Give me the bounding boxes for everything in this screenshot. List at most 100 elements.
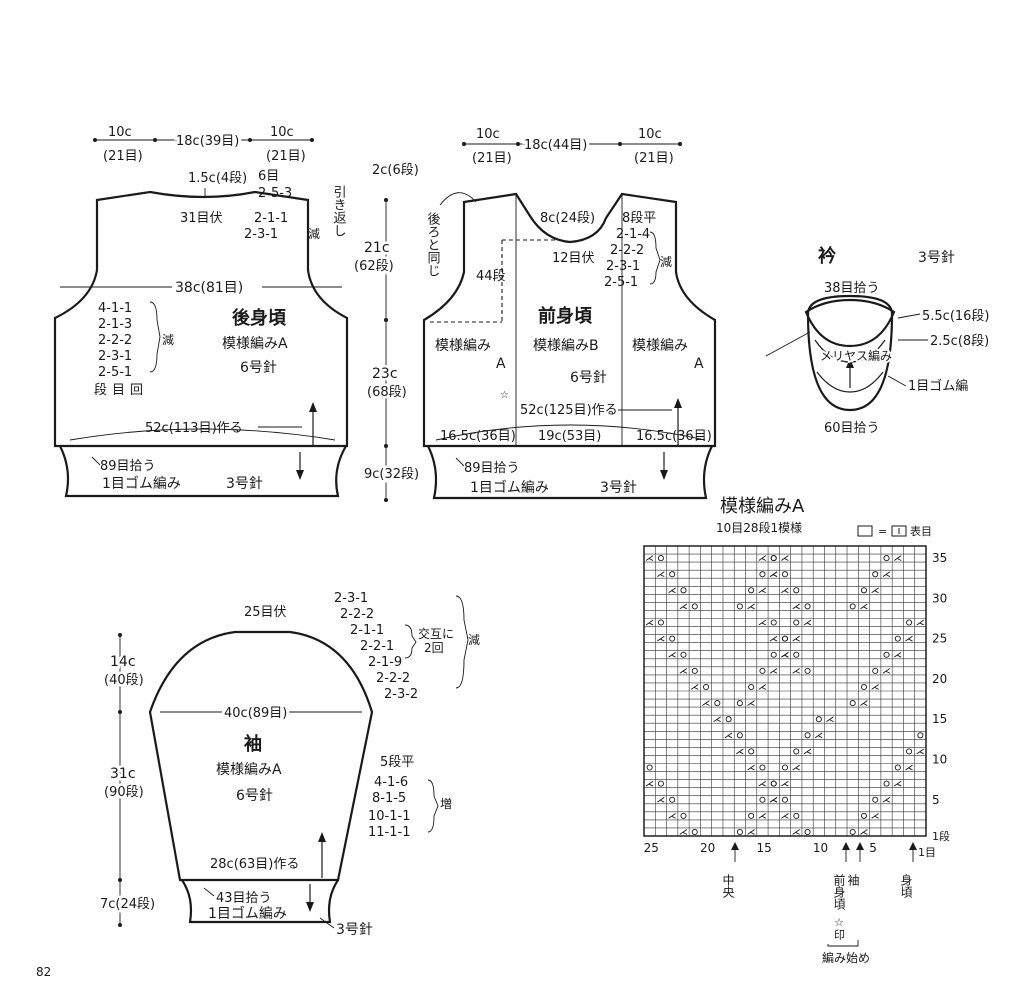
dim-armhole-rows: (62段) xyxy=(354,259,394,274)
decrease-symbol xyxy=(657,571,665,578)
sleeve-cuff-height: 7c(24段) xyxy=(100,897,155,912)
yarn-over-symbol xyxy=(680,587,687,594)
decrease-symbol xyxy=(905,764,913,771)
front-rows-44: 44段 xyxy=(476,269,506,284)
yarn-over-symbol xyxy=(691,828,698,836)
front-neck-dec-4: 2-5-1 xyxy=(604,275,638,290)
front-left-panel: 16.5c(36目) xyxy=(440,429,516,444)
decrease-symbol xyxy=(758,780,767,787)
yarn-over-symbol xyxy=(793,748,800,755)
collar-dim-inner: 2.5c(8段) xyxy=(930,334,989,349)
yarn-over-symbol xyxy=(646,764,653,771)
collar-diagram: 衿 3号針 38目拾う 5.5c(16段) 2.5c(8段) メリヤス編み 1目… xyxy=(765,245,990,436)
yarn-over-symbol xyxy=(748,812,755,819)
decrease-symbol xyxy=(747,764,755,771)
chart-col-label: 15 xyxy=(756,841,771,855)
chart-grid xyxy=(643,545,927,837)
decrease-symbol xyxy=(679,668,688,674)
front-neck-bind: 12目伏 xyxy=(552,251,595,266)
chart-row-label: 25 xyxy=(932,632,947,646)
decrease-symbol xyxy=(747,603,755,610)
yarn-over-symbol xyxy=(804,828,811,836)
collar-title: 衿 xyxy=(818,245,836,267)
yarn-over-symbol xyxy=(680,651,687,658)
decrease-symbol xyxy=(916,619,924,626)
yarn-over-symbol xyxy=(781,796,789,803)
chart-start-label: 編み始め xyxy=(822,950,870,965)
yarn-over-symbol xyxy=(736,732,743,739)
front-pattern-right: 模様編み xyxy=(632,338,688,354)
decrease-symbol xyxy=(781,813,789,819)
yarn-over-symbol xyxy=(883,780,890,787)
front-rib-needle: 3号針 xyxy=(600,480,637,496)
collar-rib: 1目ゴム編 xyxy=(908,378,968,394)
yarn-over-symbol xyxy=(883,651,890,658)
chart-body-label: 身頃 xyxy=(899,873,913,899)
back-armhole-dec-4: 2-3-1 xyxy=(98,349,132,364)
legend-knit-box xyxy=(891,525,907,537)
sleeve-cuff-cast: 28c(63目)作る xyxy=(210,857,299,872)
decrease-symbol xyxy=(893,780,902,787)
yarn-over-symbol xyxy=(860,812,867,819)
yarn-over-symbol xyxy=(714,700,721,707)
decrease-symbol xyxy=(769,668,778,674)
sleeve-side-plain: 5段平 xyxy=(380,755,414,770)
decrease-symbol xyxy=(860,603,868,610)
chart-col-first: 1目 xyxy=(918,846,936,859)
back-rib: 1目ゴム編み xyxy=(102,475,181,492)
yarn-over-symbol xyxy=(883,555,890,562)
chart-col-label: 5 xyxy=(869,841,877,855)
front-pattern-left: 模様編み xyxy=(435,338,491,354)
decrease-symbol xyxy=(668,587,676,594)
decrease-symbol xyxy=(792,829,800,835)
yarn-over-symbol xyxy=(759,571,766,578)
decrease-symbol xyxy=(803,619,812,626)
dim-top: 2c(6段) xyxy=(372,163,419,178)
yarn-over-symbol xyxy=(872,667,879,674)
decrease-symbol xyxy=(893,651,902,658)
decrease-symbol xyxy=(871,813,879,819)
decrease-symbol xyxy=(882,796,891,803)
decrease-symbol xyxy=(747,829,755,835)
yarn-over-symbol xyxy=(748,683,755,691)
sleeve-alt-note: 交互に xyxy=(418,626,454,641)
legend-text: 表目 xyxy=(910,524,932,538)
decrease-symbol xyxy=(668,813,676,819)
back-shoulder-stitches: 6目 xyxy=(258,169,279,184)
yarn-over-symbol xyxy=(906,619,913,626)
sleeve-body-height: 31c xyxy=(110,766,136,782)
decrease-symbol xyxy=(871,587,879,594)
front-center-panel: 19c(53目) xyxy=(538,429,601,444)
front-pattern-left-letter: A xyxy=(496,356,506,372)
sleeve-side-inc-4: 11-1-1 xyxy=(368,825,410,840)
yarn-over-symbol xyxy=(793,619,800,626)
collar-needle: 3号針 xyxy=(918,250,955,266)
back-chest: 38c(81目) xyxy=(175,280,243,296)
yarn-over-symbol xyxy=(781,764,789,771)
sleeve-cap-dec-1: 2-3-1 xyxy=(334,591,368,606)
front-pattern-center: 模様編みB xyxy=(533,338,599,354)
decrease-symbol xyxy=(758,684,767,690)
yarn-over-symbol xyxy=(849,603,856,610)
yarn-over-symbol xyxy=(691,667,698,674)
yarn-over-symbol xyxy=(781,635,789,642)
yarn-over-symbol xyxy=(669,635,676,642)
decrease-symbol xyxy=(758,619,767,626)
front-neck-dec-3: 2-3-1 xyxy=(606,259,640,274)
decrease-symbol xyxy=(860,829,868,835)
back-top-right-width: 10c xyxy=(270,125,294,140)
dim-armhole: 21c xyxy=(364,240,390,256)
back-pickup: 89目拾う xyxy=(100,459,156,474)
yarn-over-symbol xyxy=(781,571,789,578)
chart-col-label: 10 xyxy=(813,841,828,855)
yarn-over-symbol xyxy=(815,716,822,723)
decrease-symbol xyxy=(713,716,721,723)
decrease-symbol xyxy=(769,796,778,803)
collar-dim-outer: 5.5c(16段) xyxy=(922,309,990,324)
decrease-symbol xyxy=(668,651,676,658)
chart-sleeve-label: 袖 xyxy=(846,873,860,886)
sleeve-side-inc-2: 8-1-5 xyxy=(372,791,406,806)
front-neck-dec-1: 2-1-4 xyxy=(616,227,650,242)
front-top-right-width: 10c xyxy=(638,127,662,142)
